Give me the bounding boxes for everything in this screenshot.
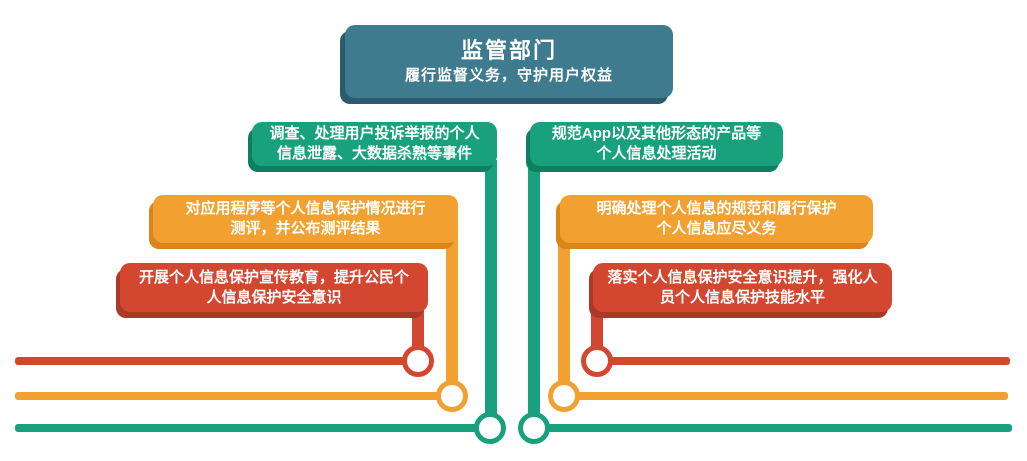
node-circle-left-green [474, 412, 506, 444]
rail-right-orange [564, 392, 1008, 400]
header-title: 监管部门 [460, 37, 557, 63]
branch-box-investigate-complaints: 调查、处理用户投诉举报的个人 信息泄露、大数据杀熟等事件 [252, 122, 497, 166]
branch-text-line: 明确处理个人信息的规范和履行保护 [596, 200, 837, 217]
branch-text-line: 信息泄露、大数据杀熟等事件 [276, 145, 472, 162]
branch-box-regulate-app-processing: 规范App以及其他形态的产品等 个人信息处理活动 [530, 122, 783, 166]
node-circle-left-red [402, 345, 434, 377]
branch-text-line: 对应用程序等个人信息保护情况进行 [185, 200, 426, 217]
branch-text-line: 测评，并公布测评结果 [230, 220, 381, 237]
branch-text-line: 个人信息应尽义务 [656, 220, 777, 237]
connector-right-orange [558, 235, 570, 396]
branch-text-line: 人信息保护安全意识 [206, 288, 342, 306]
header-subtitle: 履行监督义务，守护用户权益 [404, 66, 613, 84]
branch-text-line: 规范App以及其他形态的产品等 [551, 125, 762, 142]
branch-box-evaluate-apps: 对应用程序等个人信息保护情况进行 测评，并公布测评结果 [153, 195, 458, 243]
node-circle-right-green [518, 412, 550, 444]
branch-text-line: 个人信息处理活动 [596, 145, 717, 162]
branch-box-implement-awareness: 落实个人信息保护安全意识提升，强化人 员个人信息保护技能水平 [593, 263, 892, 312]
connector-right-green [528, 160, 540, 428]
rail-right-green [534, 424, 1012, 432]
connector-left-orange [446, 235, 458, 396]
rail-left-orange [15, 392, 452, 400]
node-circle-left-orange [436, 380, 468, 412]
node-circle-right-red [581, 345, 613, 377]
rail-right-red [597, 357, 1010, 365]
branch-text-line: 员个人信息保护技能水平 [659, 288, 825, 306]
node-circle-right-orange [548, 380, 580, 412]
branch-box-clarify-obligations: 明确处理个人信息的规范和履行保护 个人信息应尽义务 [560, 195, 873, 243]
branch-text-line: 开展个人信息保护宣传教育，提升公民个 [138, 268, 409, 286]
connector-left-green [485, 160, 497, 428]
rail-left-red [15, 357, 418, 365]
rail-left-green [15, 424, 490, 432]
branch-text-line: 调查、处理用户投诉举报的个人 [269, 125, 480, 142]
branch-box-public-education: 开展个人信息保护宣传教育，提升公民个 人信息保护安全意识 [120, 263, 428, 312]
branch-text-line: 落实个人信息保护安全意识提升，强化人 [607, 268, 878, 286]
header-box: 监管部门 履行监督义务，守护用户权益 [345, 25, 673, 98]
